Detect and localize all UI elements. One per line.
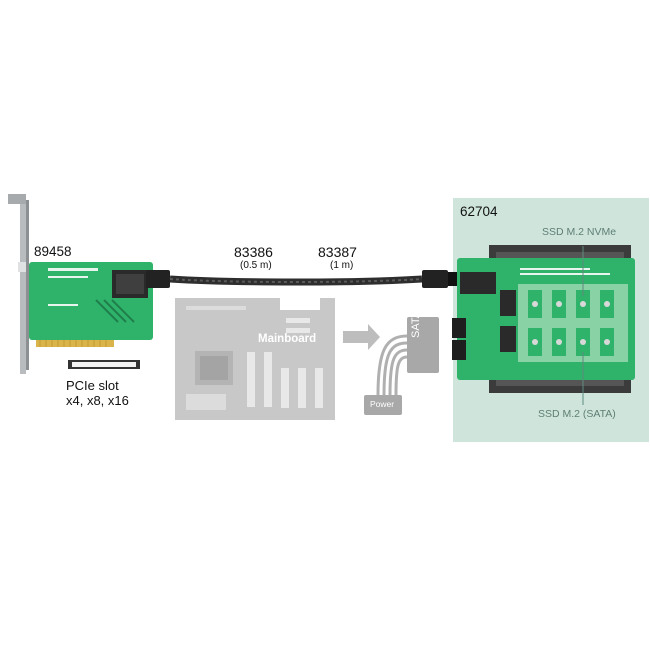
pcie-slot-label: PCIe slot x4, x8, x16 bbox=[66, 378, 129, 408]
mainboard bbox=[175, 298, 335, 420]
cable-short-length: (0.5 m) bbox=[240, 260, 272, 271]
cable-long-number: 83387 bbox=[318, 244, 357, 260]
cable bbox=[146, 270, 460, 288]
power-wires bbox=[376, 334, 408, 396]
sata-connector bbox=[407, 317, 439, 373]
ssd-sata-label: SSD M.2 (SATA) bbox=[538, 408, 616, 420]
cable-short-number: 83386 bbox=[234, 244, 273, 260]
enclosure-pcb bbox=[452, 258, 635, 380]
ssd-nvme-label: SSD M.2 NVMe bbox=[542, 226, 617, 238]
pcie-slot-line1: PCIe slot bbox=[66, 378, 119, 393]
pcie-adapter-card bbox=[29, 262, 153, 347]
cable-long-length: (1 m) bbox=[330, 260, 354, 271]
sata-label: SATA bbox=[410, 310, 422, 338]
pcie-bracket bbox=[8, 194, 29, 374]
pcie-slot-line2: x4, x8, x16 bbox=[66, 393, 129, 408]
pcie-slot bbox=[68, 360, 140, 369]
enclosure-product-number: 62704 bbox=[460, 204, 498, 219]
power-connector bbox=[364, 395, 402, 415]
mainboard-label: Mainboard bbox=[258, 333, 317, 345]
power-label: Power bbox=[370, 399, 395, 409]
sata-arrow bbox=[343, 324, 380, 350]
card-product-number: 89458 bbox=[34, 244, 72, 259]
